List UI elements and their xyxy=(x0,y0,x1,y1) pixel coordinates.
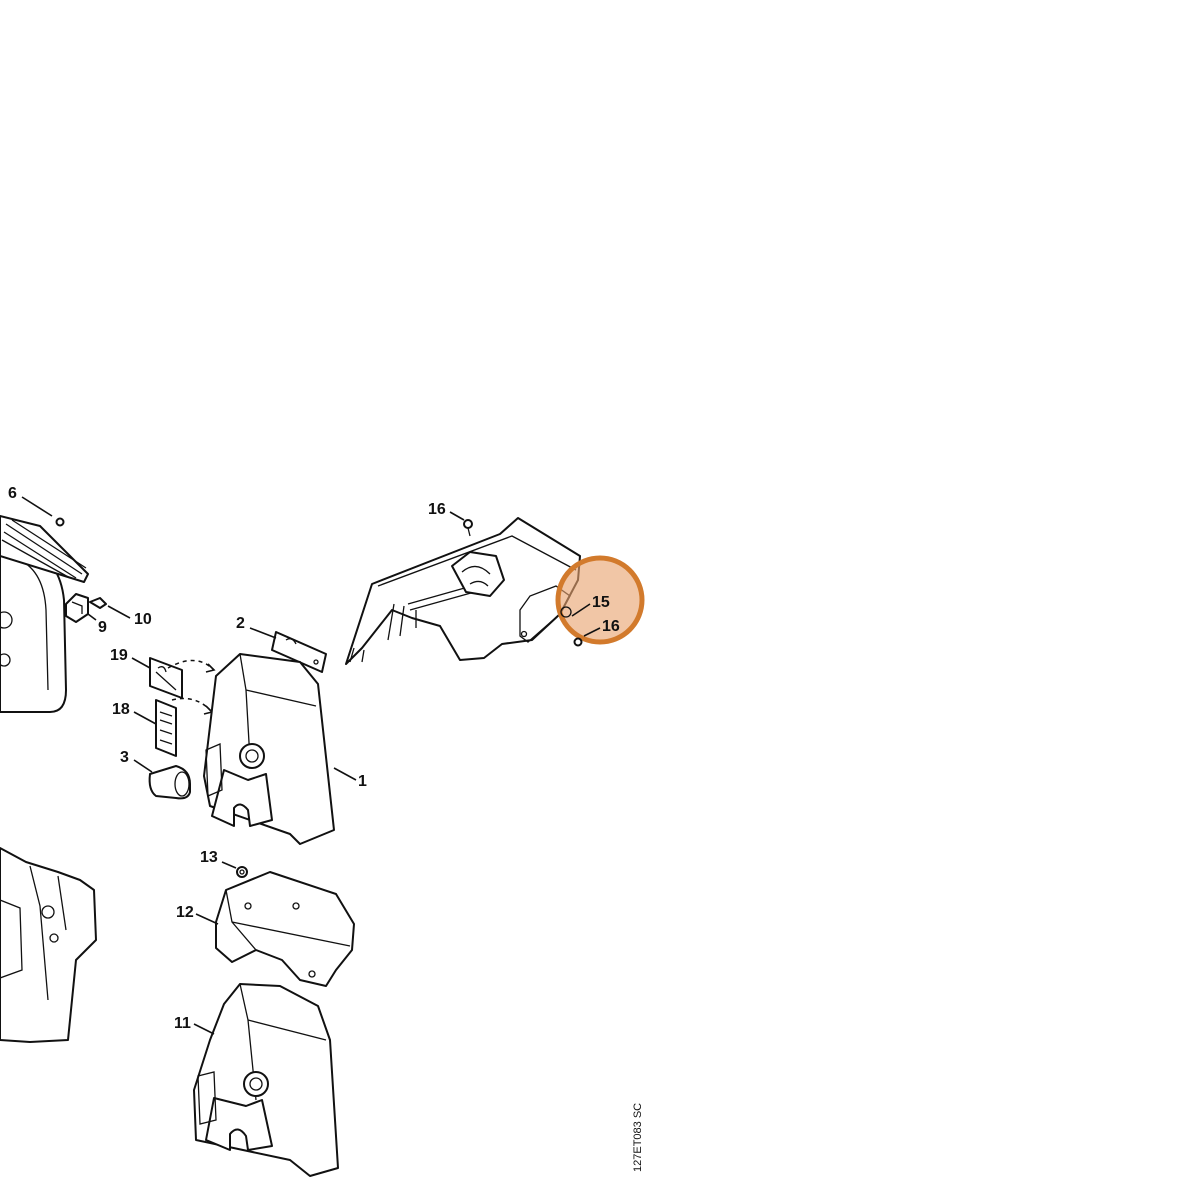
left-housing-lower xyxy=(0,847,97,1043)
cover-part-12 xyxy=(195,871,355,987)
knob-part-3 xyxy=(133,759,191,800)
callout-2: 2 xyxy=(236,615,245,632)
grille-part xyxy=(0,515,89,583)
callout-9: 9 xyxy=(98,619,107,636)
callout-18: 18 xyxy=(112,701,130,718)
callout-16-top: 16 xyxy=(428,501,446,518)
screw-part-6 xyxy=(21,496,65,527)
clip-part-9 xyxy=(65,593,97,623)
callout-3: 3 xyxy=(120,749,129,766)
callouts-highlight xyxy=(560,603,601,647)
callout-15: 15 xyxy=(592,594,610,611)
cover-part-11 xyxy=(193,983,339,1177)
screw-part-10 xyxy=(89,597,131,619)
plate-part-2 xyxy=(249,627,327,673)
callout-1: 1 xyxy=(358,773,367,790)
callout-12: 12 xyxy=(176,904,194,921)
drawing-code: 127ET083 SC xyxy=(632,1103,644,1172)
cover-part-1 xyxy=(203,653,357,845)
callout-10: 10 xyxy=(134,611,152,628)
highlight-circle xyxy=(555,555,645,645)
shroud-assembly xyxy=(345,517,581,665)
callout-16-highlight: 16 xyxy=(602,618,620,635)
label-part-18 xyxy=(133,697,214,757)
callout-13: 13 xyxy=(200,849,218,866)
callout-11: 11 xyxy=(174,1015,191,1032)
label-part-19 xyxy=(131,657,216,699)
screw-part-16-top xyxy=(449,511,473,537)
callout-19: 19 xyxy=(110,647,128,664)
nut-part-13 xyxy=(221,861,248,878)
callout-6: 6 xyxy=(8,485,17,502)
